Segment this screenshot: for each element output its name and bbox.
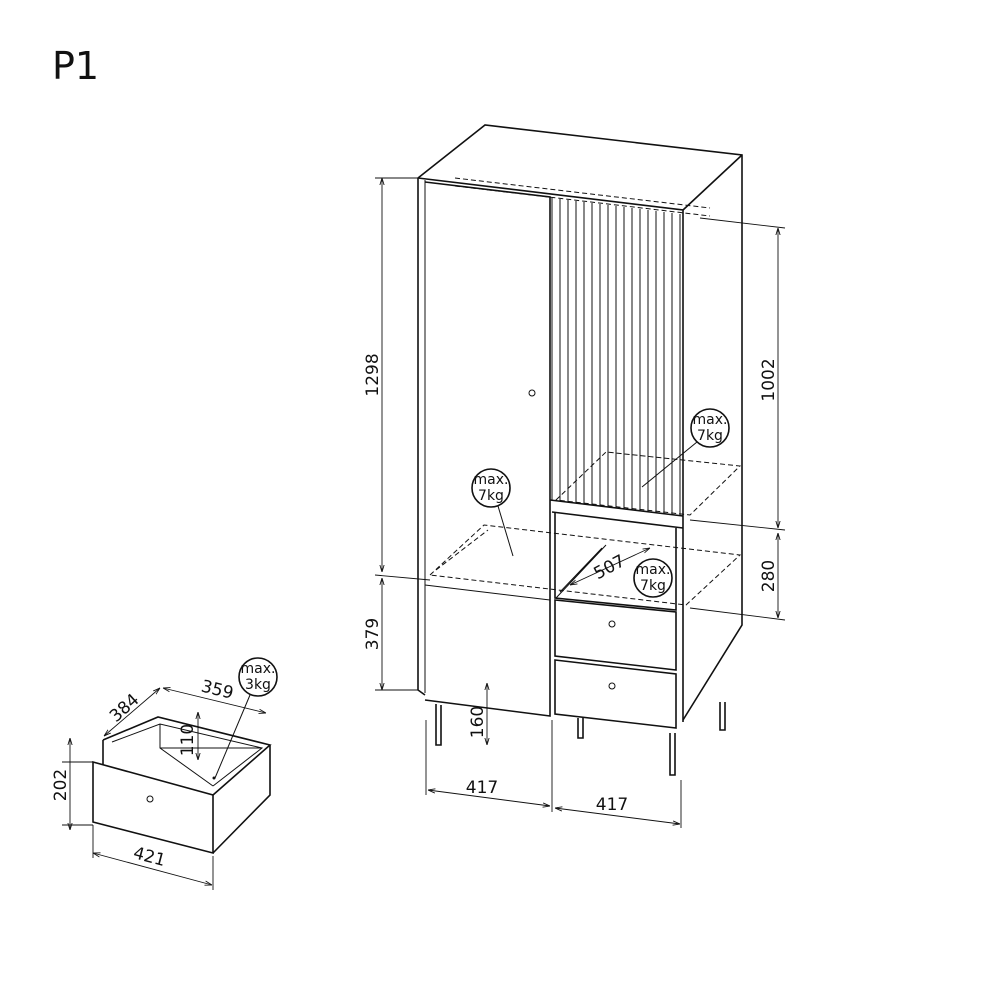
dim-1002: 1002 xyxy=(759,358,779,401)
slatted-panel xyxy=(549,198,684,529)
svg-text:7kg: 7kg xyxy=(478,488,504,504)
drawer-front xyxy=(92,760,214,855)
left-door xyxy=(424,181,551,717)
dim-384: 384 xyxy=(106,690,143,727)
drawing-title: P1 xyxy=(52,44,100,88)
shelf-lower xyxy=(428,524,742,606)
drawer-load-line1: max. xyxy=(241,661,276,677)
wardrobe xyxy=(417,124,743,776)
dim-1298: 1298 xyxy=(363,353,383,396)
dim-417-left: 417 xyxy=(466,778,498,798)
legs xyxy=(435,702,726,776)
dimension-lines xyxy=(374,177,786,828)
load-callout-3: max. 7kg xyxy=(633,558,673,598)
dim-507: 507 xyxy=(591,551,629,584)
svg-text:7kg: 7kg xyxy=(697,428,723,444)
svg-text:max.: max. xyxy=(474,472,509,488)
dim-379: 379 xyxy=(363,618,383,650)
dim-359: 359 xyxy=(199,677,235,704)
drawer-front-2 xyxy=(554,659,677,729)
dim-421: 421 xyxy=(131,843,168,871)
dim-280: 280 xyxy=(759,560,779,592)
dim-110: 110 xyxy=(178,724,198,756)
dim-417-right: 417 xyxy=(596,795,628,815)
load-callout-1: max. 7kg xyxy=(471,468,514,557)
load-callout-2: max. 7kg xyxy=(641,408,730,488)
shelf-upper xyxy=(554,451,742,516)
svg-text:max.: max. xyxy=(693,412,728,428)
drawer-load-line2: 3kg xyxy=(245,677,271,693)
svg-text:max.: max. xyxy=(636,562,671,578)
svg-text:7kg: 7kg xyxy=(640,578,666,594)
drawer-detail: max. 3kg xyxy=(62,657,278,890)
door-knob-icon xyxy=(528,389,536,397)
dim-202: 202 xyxy=(51,769,71,801)
drawer-front-1 xyxy=(554,599,677,671)
dim-160: 160 xyxy=(468,706,488,738)
